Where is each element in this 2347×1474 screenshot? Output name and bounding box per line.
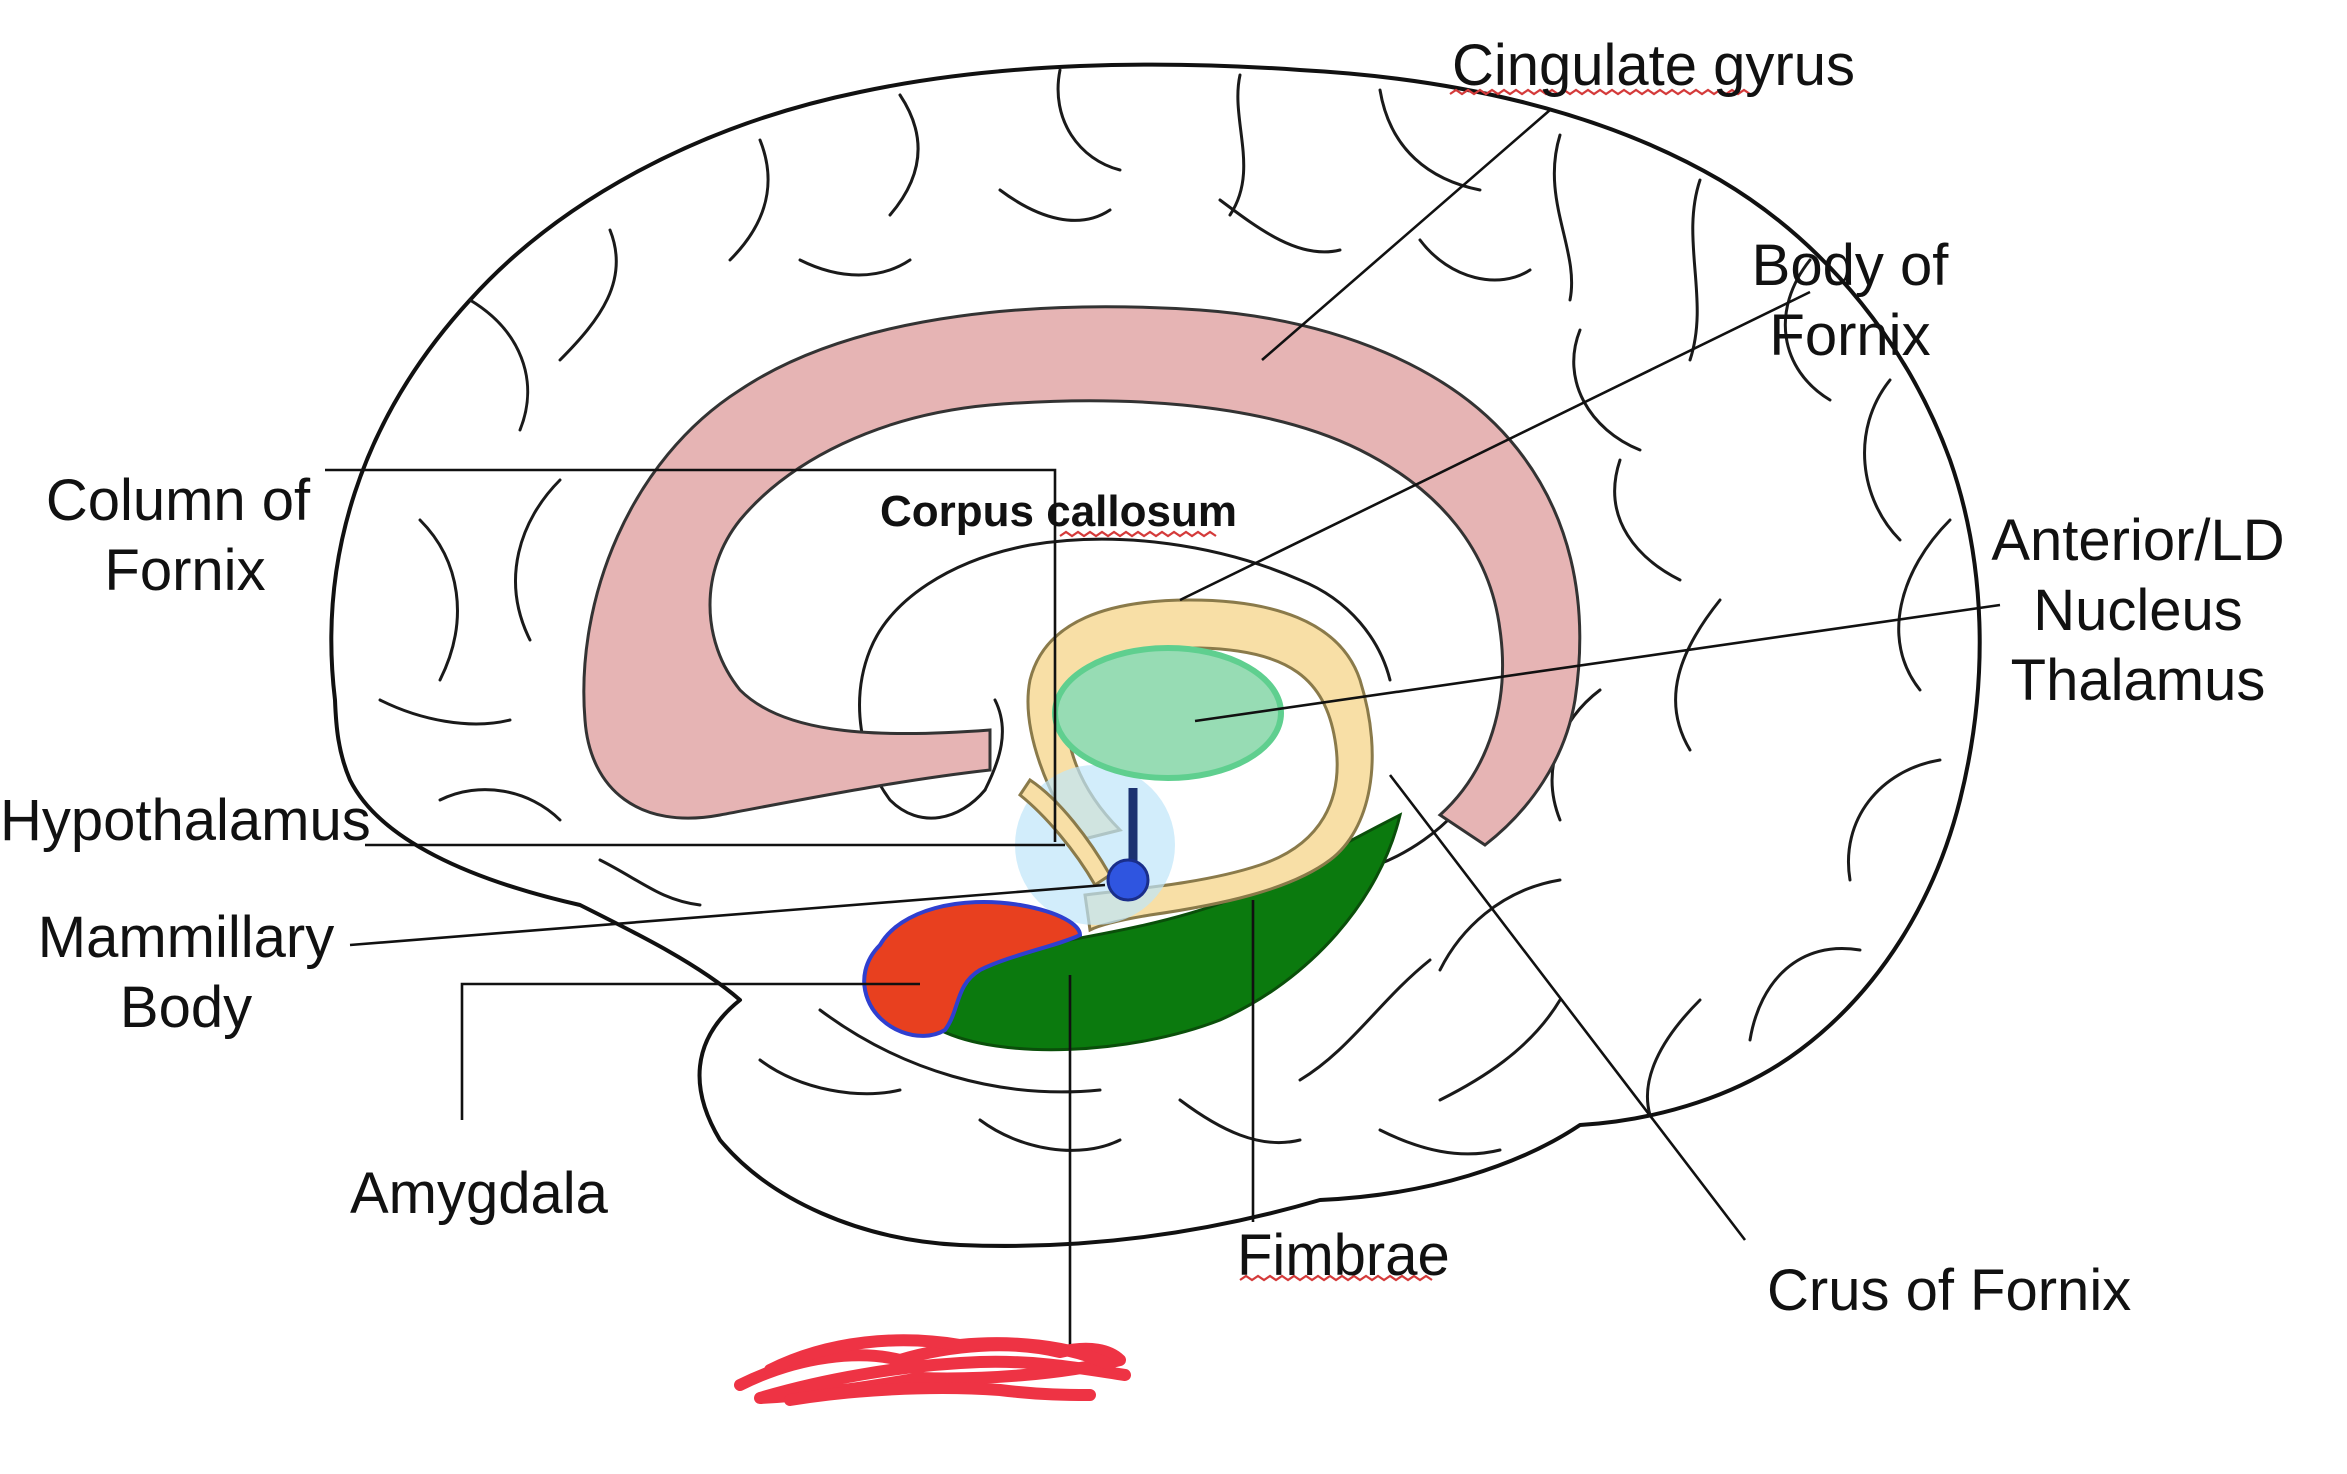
label-anterior-nucleus-line1: Anterior/LD: [1991, 508, 2284, 573]
amygdala-shape: [862, 900, 1083, 1038]
label-mammillary-body-line2: Body: [120, 975, 252, 1040]
label-body-of-fornix-line1: Body of: [1752, 233, 1950, 298]
brain-sulci: [378, 68, 1952, 1156]
label-crus-of-fornix: Crus of Fornix: [1767, 1258, 2131, 1323]
mammillary-body-shape: [1106, 858, 1150, 902]
label-body-of-fornix-line2: Fornix: [1769, 303, 1930, 368]
label-anterior-nucleus-line3: Thalamus: [2011, 648, 2266, 713]
label-mammillary-body-line1: Mammillary: [38, 905, 334, 970]
label-amygdala: Amygdala: [350, 1161, 609, 1226]
label-column-of-fornix-line2: Fornix: [104, 538, 265, 603]
label-fimbrae: Fimbrae: [1237, 1223, 1450, 1288]
label-anterior-nucleus-line2: Nucleus: [2033, 578, 2243, 643]
fornix-column-shape: [1017, 777, 1112, 888]
label-cingulate-gyrus: Cingulate gyrus: [1452, 33, 1855, 98]
redaction-scribble: [734, 1334, 1131, 1406]
corpus-callosum-shape: [582, 305, 1582, 847]
label-hypothalamus: Hypothalamus: [0, 788, 371, 853]
ventricle-outline: [858, 537, 1392, 820]
label-corpus-callosum: Corpus callosum: [880, 487, 1237, 536]
leader-lines: [325, 109, 2001, 1345]
septum-outline: [983, 698, 1004, 792]
label-column-of-fornix-line1: Column of: [46, 468, 311, 533]
spellcheck-underlines: [1059, 88, 1751, 1282]
